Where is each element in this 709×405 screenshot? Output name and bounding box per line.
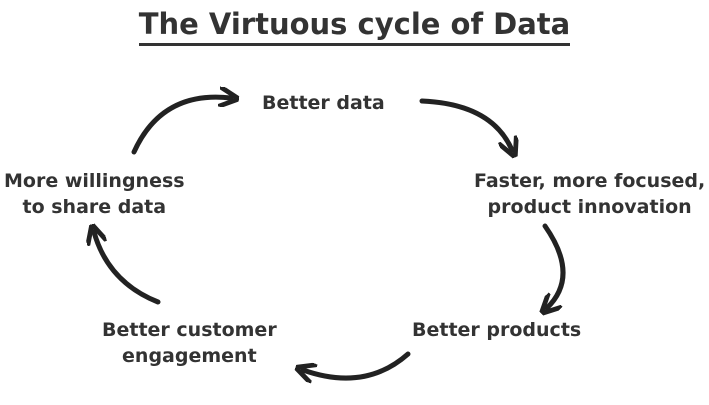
node-better-data: Better data [262, 90, 385, 116]
arrow-faster-innovation-to-better-products [545, 223, 566, 308]
arrow-better-data-to-faster-innovation [419, 98, 512, 150]
diagram-title: The Virtuous cycle of Data [0, 4, 709, 46]
arrow-willingness-to-better-data [131, 97, 231, 155]
node-label: product innovation [487, 196, 692, 218]
node-label: Better products [412, 319, 582, 341]
title-text: The Virtuous cycle of Data [138, 5, 571, 46]
node-label: Better data [262, 92, 385, 114]
node-label: Better customer [102, 319, 277, 341]
arrow-better-products-to-customer-engagement [303, 351, 411, 378]
node-label: engagement [122, 345, 257, 367]
node-label: to share data [22, 196, 167, 218]
node-faster-innovation: Faster, more focused, product innovation [474, 168, 705, 220]
node-label: More willingness [4, 170, 185, 192]
node-customer-engagement: Better customer engagement [102, 317, 277, 369]
node-willingness: More willingness to share data [4, 168, 185, 220]
node-label: Faster, more focused, [474, 170, 706, 192]
arrow-customer-engagement-to-willingness [94, 232, 161, 305]
node-better-products: Better products [412, 317, 581, 343]
